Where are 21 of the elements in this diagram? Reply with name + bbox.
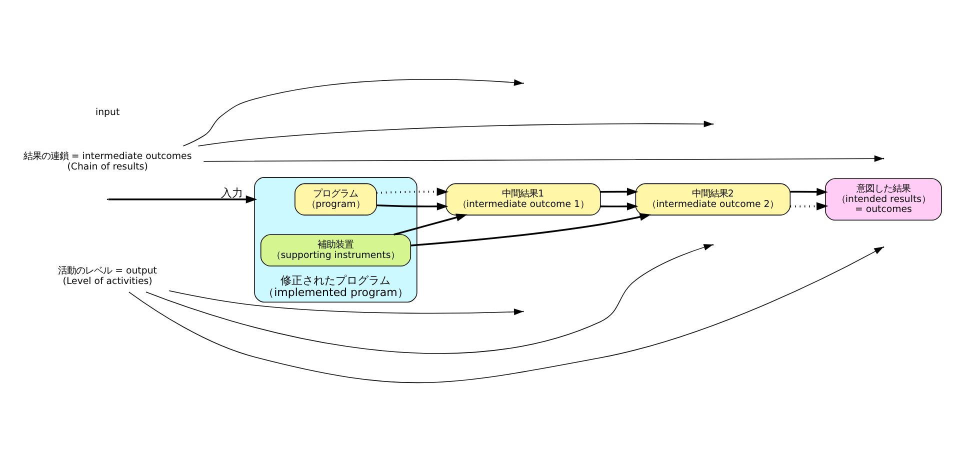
node-box: 意図した結果 （intended results） = outcomes <box>825 178 942 220</box>
arrow <box>128 246 884 382</box>
arrow <box>600 187 638 196</box>
arrow <box>410 212 652 246</box>
node-box: プログラム （program） <box>294 182 377 215</box>
label: input <box>95 106 120 118</box>
node-box: 中間結果2 （intermediate outcome 2） <box>635 182 791 215</box>
node-box: 補助装置 （supporting instruments） <box>260 234 412 266</box>
node-box: 中間結果1 （intermediate outcome 1） <box>446 182 601 215</box>
arrow <box>146 244 714 354</box>
node-text: 結果の連鎖 = intermediate outcomes (Chain of results) <box>23 150 192 172</box>
node-text: 活動のレベル = output (Level of activities) <box>58 265 157 286</box>
arrow <box>376 202 448 210</box>
arrow <box>376 187 449 196</box>
arrow <box>600 202 638 210</box>
edge-label: 入力 <box>221 186 244 199</box>
arrow <box>108 194 258 203</box>
arrow <box>182 78 524 146</box>
arrow <box>790 187 828 196</box>
arrow <box>394 213 468 235</box>
arrow <box>790 202 828 210</box>
